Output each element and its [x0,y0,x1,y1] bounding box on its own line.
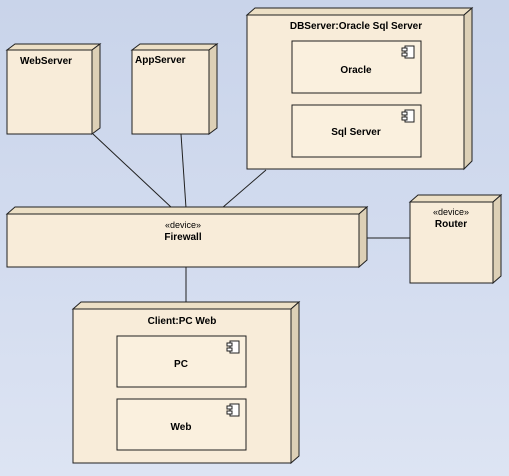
component-label-oracle: Oracle [340,65,372,76]
node-client[interactable]: Client:PC Web PC Web [71,300,301,465]
node-router[interactable]: «device» Router [408,193,503,285]
component-label-sqlserver: Sql Server [331,127,381,138]
node-title-firewall: Firewall [164,232,201,243]
component-icon [401,109,415,123]
node-appserver[interactable]: AppServer [130,43,219,135]
component-oracle[interactable]: Oracle [291,40,422,94]
stereotype-router: «device» [433,207,469,217]
component-label-web: Web [171,422,192,433]
connector-dbserver-firewall[interactable] [221,169,267,209]
component-sqlserver[interactable]: Sql Server [291,104,422,158]
component-icon [226,403,240,417]
component-label-pc: PC [174,359,188,370]
component-icon [401,45,415,59]
component-web[interactable]: Web [116,398,247,451]
node-title-dbserver: DBServer:Oracle Sql Server [290,21,422,32]
node-webserver[interactable]: WebServer [5,43,102,135]
node-dbserver[interactable]: DBServer:Oracle Sql Server Oracle Sql Se… [245,6,474,171]
node-title-appserver: AppServer [135,55,186,66]
node-title-webserver: WebServer [20,56,72,67]
stereotype-firewall: «device» [165,220,201,230]
node-firewall[interactable]: «device» Firewall [5,205,369,269]
connector-appserver-firewall[interactable] [180,133,187,209]
node-title-client: Client:PC Web [148,316,217,327]
component-pc[interactable]: PC [116,335,247,388]
component-icon [226,340,240,354]
node-title-router: Router [435,219,467,230]
connector-webserver-firewall[interactable] [92,133,173,209]
